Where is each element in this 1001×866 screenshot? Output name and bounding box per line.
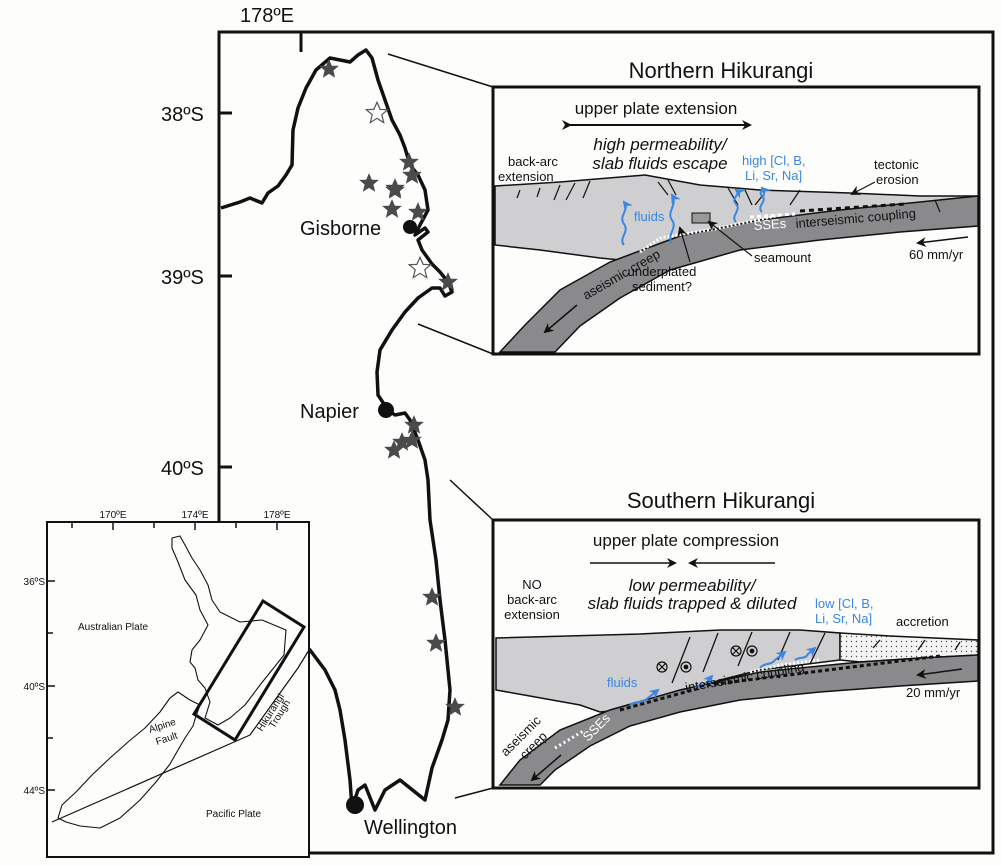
southern-rate: 20 mm/yr	[906, 685, 961, 700]
erosion-pointer	[850, 181, 876, 195]
northern-erosion-2: erosion	[876, 172, 919, 187]
northern-underplated-1: underplated	[628, 264, 697, 279]
southern-perm-1: low permeability/	[629, 576, 758, 595]
southern-fluids-label: fluids	[607, 675, 638, 690]
lat-label-40s: 40ºS	[161, 458, 204, 480]
inset-lon-170: 170ºE	[99, 510, 126, 521]
plate-motion-arrow-north	[916, 236, 969, 248]
northern-stress-label: upper plate extension	[575, 99, 738, 118]
northern-fluids-label: fluids	[634, 209, 665, 224]
southern-slab	[498, 654, 979, 786]
study-area-box	[191, 598, 307, 743]
filled-star-icon	[385, 180, 405, 199]
coastline	[220, 48, 454, 812]
northern-perm-2: slab fluids escape	[592, 154, 727, 173]
northern-erosion-1: tectonic	[874, 157, 919, 172]
seamount-pointer	[707, 220, 753, 257]
hikurangi-trough	[249, 649, 310, 736]
lat-label-38s: 38ºS	[161, 104, 204, 126]
northern-underplated-2: sediment?	[632, 279, 692, 294]
underplated-pointer	[677, 226, 691, 263]
northern-backarc-1: back-arc	[508, 154, 558, 169]
lat-ticks	[219, 111, 232, 469]
northern-seamount-label: seamount	[754, 250, 811, 265]
filled-star-icon	[399, 152, 419, 171]
alpine-fault	[51, 734, 251, 823]
lat-label-39s: 39ºS	[161, 267, 204, 289]
northern-chem-1: high [Cl, B,	[742, 153, 806, 168]
filled-star-icon	[359, 173, 379, 192]
northern-cross-section	[494, 174, 979, 353]
northern-fluid-arrows	[621, 186, 772, 246]
pacific-plate-label: Pacific Plate	[206, 809, 261, 820]
chem-pointer	[789, 189, 801, 206]
svg-text:Gisborne: Gisborne	[300, 218, 381, 240]
inset-lat-36: 36ºS	[24, 577, 46, 588]
australian-plate-label: Australian Plate	[78, 622, 148, 633]
filled-star-icon	[382, 199, 402, 218]
creep-arrow-north	[543, 304, 578, 334]
filled-star-icon	[319, 59, 339, 78]
northern-slab	[498, 195, 979, 353]
northern-sses-label: SSEs	[753, 216, 787, 233]
city-napier: Napier	[300, 401, 394, 423]
southern-backarc-2: back-arc	[507, 592, 557, 607]
northern-chem-2: Li, Sr, Na]	[745, 168, 802, 183]
southern-perm-2: slab fluids trapped & diluted	[588, 594, 797, 613]
seamount-shape	[691, 212, 711, 224]
inset-lat-40: 40ºS	[24, 682, 46, 693]
inset-lat-44: 44ºS	[24, 786, 46, 797]
creep-arrow-south	[530, 754, 562, 782]
inset-new-zealand	[57, 535, 287, 829]
main-map-frame	[217, 30, 995, 855]
southern-backarc-3: extension	[504, 607, 560, 622]
southern-accretion-label: accretion	[896, 614, 949, 629]
southern-cross-section	[495, 629, 979, 786]
northern-rate: 60 mm/yr	[909, 247, 964, 262]
northern-backarc-2: extension	[498, 169, 554, 184]
northern-perm-1: high permeability/	[593, 135, 729, 154]
strike-slip-symbols	[656, 645, 758, 673]
city-wellington: Wellington	[346, 796, 457, 839]
plate-motion-arrow-south	[916, 668, 963, 679]
southern-backarc-1: NO	[522, 577, 542, 592]
svg-text:Wellington: Wellington	[364, 817, 457, 839]
southern-chem-1: low [Cl, B,	[815, 596, 874, 611]
southern-chem-2: Li, Sr, Na]	[815, 611, 872, 626]
open-star-icon	[365, 101, 389, 124]
northern-title: Northern Hikurangi	[629, 58, 814, 83]
southern-fluid-arrows	[629, 646, 817, 706]
svg-text:Napier: Napier	[300, 401, 359, 423]
southern-title: Southern Hikurangi	[627, 488, 815, 513]
connector-lines	[387, 53, 494, 799]
inset-lon-178: 178ºE	[263, 510, 290, 521]
inset-ticks	[47, 522, 278, 791]
inset-lon-174: 174ºE	[181, 510, 208, 521]
city-gisborne: Gisborne	[300, 218, 417, 240]
southern-stress-label: upper plate compression	[593, 531, 779, 550]
lon-label-178e: 178ºE	[240, 5, 294, 27]
